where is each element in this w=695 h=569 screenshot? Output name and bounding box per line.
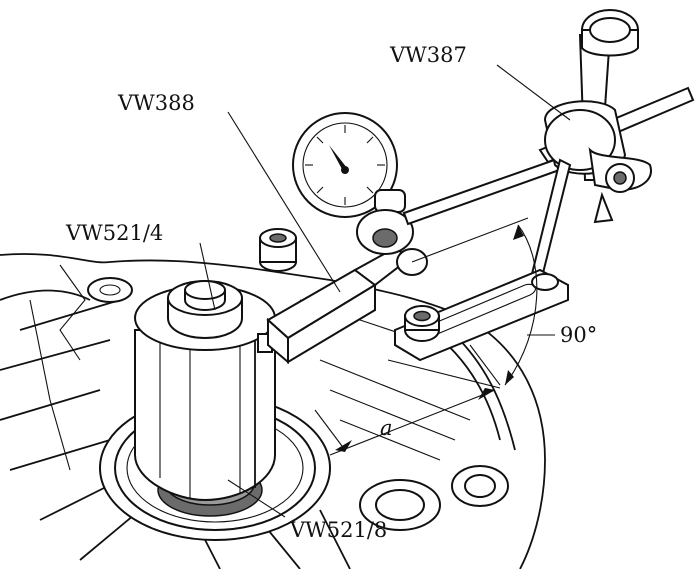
extension-bar-vw388 [266, 237, 428, 365]
dial-gauge [292, 112, 414, 255]
upper-tool-vw521-4 [134, 280, 276, 502]
label-dimension-a: a [380, 416, 393, 440]
label-vw521-8: VW521/8 [289, 518, 387, 542]
label-vw521-4: VW521/4 [65, 221, 163, 245]
dimension-annotations [314, 217, 538, 456]
leader-lines [199, 64, 571, 518]
slotted-plate [394, 268, 569, 362]
gauge-ticks [305, 125, 385, 205]
label-vw388: VW388 [117, 91, 195, 115]
label-angle-90: 90° [560, 323, 597, 347]
label-vw387: VW387 [389, 43, 467, 67]
gauge-holder-vw387 [402, 9, 695, 287]
